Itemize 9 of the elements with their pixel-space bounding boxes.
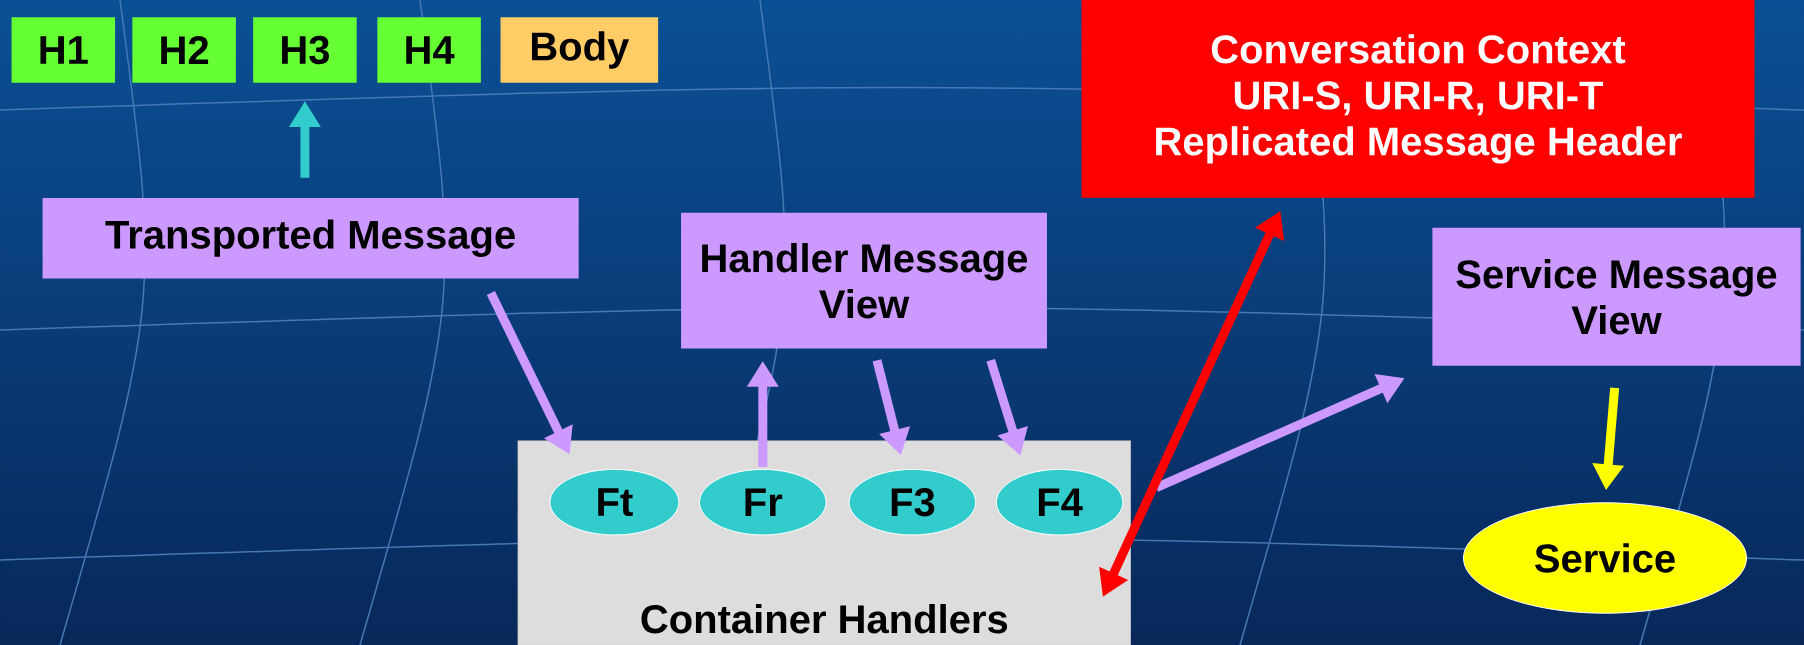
view-box: Service Message View (1432, 227, 1801, 366)
header-box: H1 (11, 17, 116, 83)
header-box: H4 (377, 17, 481, 83)
context-box: Conversation Context URI-S, URI-R, URI-T Replicated Message Header (1081, 0, 1755, 198)
header-box: H2 (132, 17, 236, 83)
view-box: Handler Message View (681, 212, 1047, 349)
body-box: Body (500, 17, 659, 83)
message-box: Transported Message (42, 197, 579, 279)
header-box: H3 (253, 17, 357, 83)
